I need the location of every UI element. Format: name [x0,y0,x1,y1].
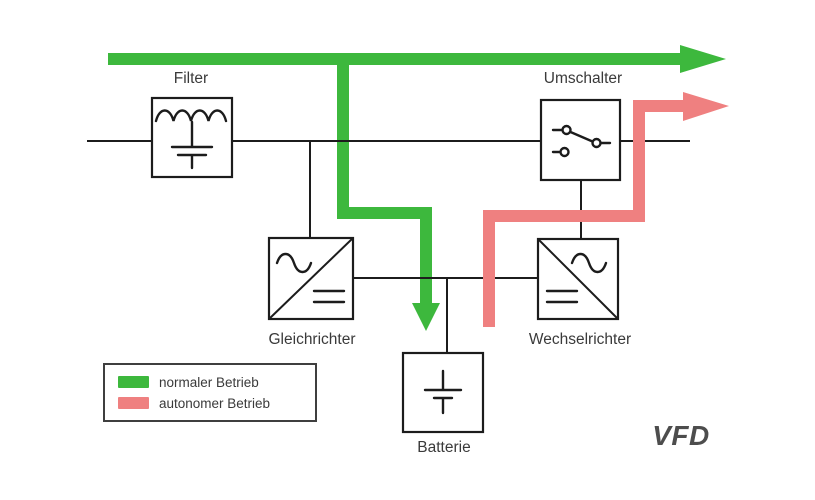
battery-box [401,351,485,434]
autonomous-flow-path [483,100,684,327]
battery-block [401,351,485,434]
dc-equals-icon [545,289,579,304]
normal-flow-branch [337,59,432,305]
ac-sine-icon [275,252,313,274]
normal-flow-arrowhead-right-icon [680,45,726,73]
dc-equals-icon [312,289,346,304]
autonomous-flow-arrowhead-icon [683,92,729,121]
filter-label: Filter [173,70,209,87]
umschalter-label: Umschalter [543,70,623,87]
normal-color-swatch [118,376,149,388]
switch-icon [551,124,612,158]
inverter-diagonal [537,238,619,320]
legend: normaler Betrieb autonomer Betrieb [103,363,317,422]
rectifier-block [267,236,355,321]
autonomous-flow-arrow [483,92,729,327]
legend-item-autonom: autonomer Betrieb [118,396,315,411]
wechselrichter-label: Wechselrichter [528,331,632,348]
vfd-classification-label: VFD [652,420,710,451]
normal-flow-arrow [108,45,726,331]
filter-block [150,96,234,179]
inverter-block [536,237,620,321]
transfer-switch-box [539,98,622,182]
transfer-switch-block [539,98,622,182]
wiring [87,140,690,353]
batterie-label: Batterie [417,439,471,456]
ac-sine-icon [570,252,608,274]
legend-label-normal: normaler Betrieb [159,374,259,390]
legend-label-autonom: autonomer Betrieb [159,395,271,411]
normal-flow-arrowhead-down-icon [412,303,440,331]
inductor-icon [154,109,228,123]
gleichrichter-label: Gleichrichter [268,331,356,348]
capacitor-icon [170,120,214,170]
autonom-color-swatch [118,397,149,409]
battery-icon [423,369,463,415]
legend-item-normal: normaler Betrieb [118,375,315,390]
rectifier-diagonal [268,237,354,320]
